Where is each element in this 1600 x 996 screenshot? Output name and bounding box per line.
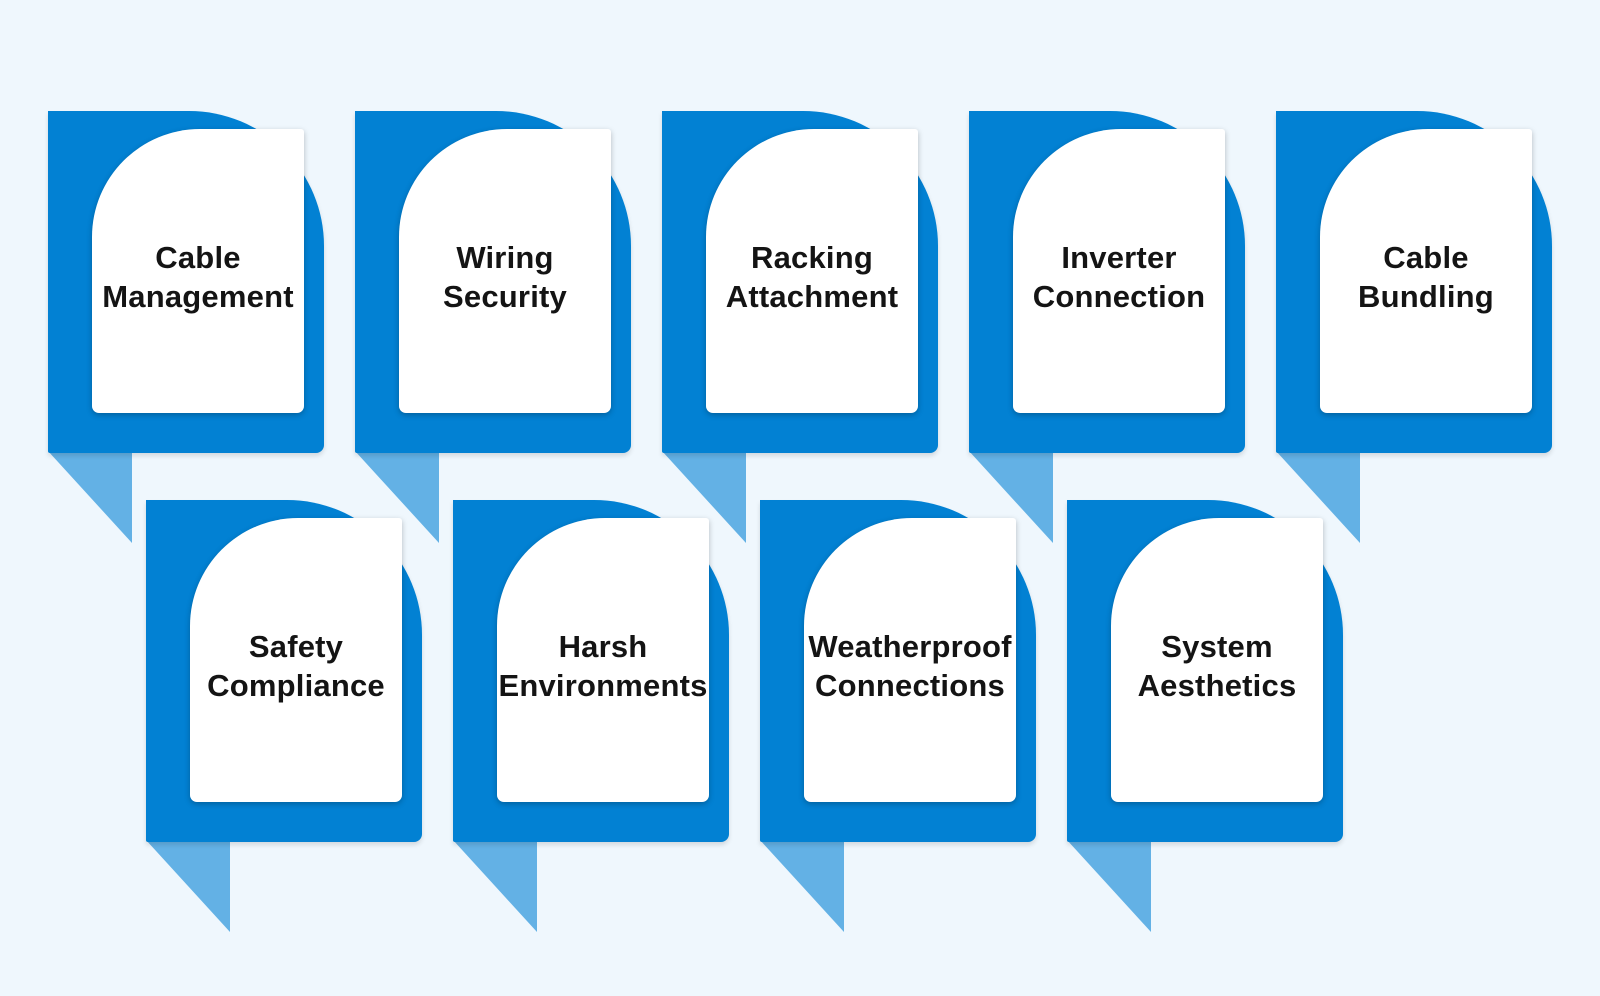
tile-tail	[760, 840, 844, 932]
tile-card	[1013, 129, 1225, 413]
tile-wiring-security: Wiring Security	[355, 111, 635, 543]
tile-label-line-1: Inverter	[1061, 240, 1177, 275]
tile-cable-bundling: Cable Bundling	[1276, 111, 1556, 543]
tile-label-line-2: Management	[102, 279, 294, 314]
tile-label: Wiring Security	[365, 238, 645, 316]
tile-label: System Aesthetics	[1077, 627, 1357, 705]
tile-harsh-environments: Harsh Environments	[453, 500, 733, 932]
tile-label: Cable Management	[58, 238, 338, 316]
tile-label-line-2: Connections	[815, 668, 1005, 703]
tile-tail	[1067, 840, 1151, 932]
tile-label-line-1: Weatherproof	[808, 629, 1012, 664]
tile-label: Safety Compliance	[156, 627, 436, 705]
tile-card	[92, 129, 304, 413]
tile-system-aesthetics: System Aesthetics	[1067, 500, 1347, 932]
tile-label: Weatherproof Connections	[770, 627, 1050, 705]
tile-label-line-2: Compliance	[207, 668, 385, 703]
tile-label-line-1: System	[1161, 629, 1273, 664]
tile-label-line-2: Connection	[1032, 279, 1206, 314]
tile-tail	[453, 840, 537, 932]
tile-card	[706, 129, 918, 413]
tile-card	[190, 518, 402, 802]
tile-card	[399, 129, 611, 413]
tile-cable-management: Cable Management	[48, 111, 328, 543]
tile-label-line-2: Bundling	[1358, 279, 1494, 314]
tile-label-line-1: Cable	[1383, 240, 1469, 275]
tile-tail	[146, 840, 230, 932]
tile-label-line-1: Harsh	[558, 629, 648, 664]
tile-label-line-1: Racking	[751, 240, 873, 275]
tile-label-line-1: Safety	[248, 629, 344, 664]
tile-label-line-2: Aesthetics	[1137, 668, 1297, 703]
tile-label-line-2: Security	[443, 279, 567, 314]
tile-weatherproof-connections: Weatherproof Connections	[760, 500, 1040, 932]
tile-safety-compliance: Safety Compliance	[146, 500, 426, 932]
tile-label-line-2: Attachment	[725, 279, 899, 314]
tile-racking-attachment: Racking Attachment	[662, 111, 942, 543]
tile-label-line-1: Wiring	[456, 240, 554, 275]
tile-inverter-connection: Inverter Connection	[969, 111, 1249, 543]
tile-label: Inverter Connection	[979, 238, 1259, 316]
tile-card	[804, 518, 1016, 802]
tile-label: Racking Attachment	[672, 238, 952, 316]
tile-label: Harsh Environments	[463, 627, 743, 705]
tile-card	[1111, 518, 1323, 802]
tile-tail	[48, 451, 132, 543]
tile-card	[1320, 129, 1532, 413]
tile-label-line-2: Environments	[498, 668, 708, 703]
tile-label-line-1: Cable	[155, 240, 241, 275]
tile-label: Cable Bundling	[1286, 238, 1566, 316]
tile-card	[497, 518, 709, 802]
